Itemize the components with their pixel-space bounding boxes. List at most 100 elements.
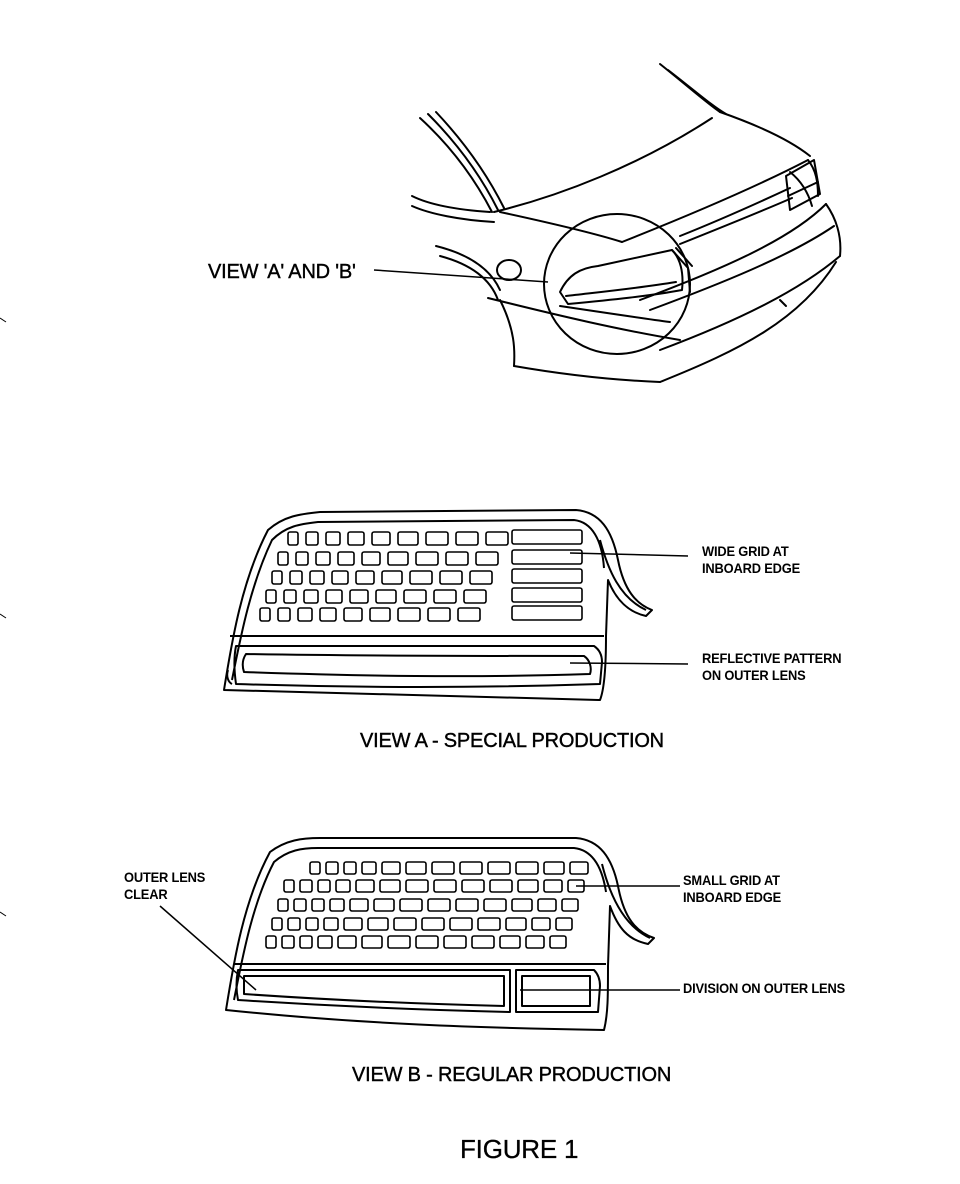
grid-cell bbox=[283, 589, 297, 604]
grid-cell bbox=[281, 935, 295, 949]
grid-cell bbox=[459, 861, 483, 875]
grid-cell bbox=[303, 589, 319, 604]
grid-cell bbox=[335, 879, 351, 893]
grid-cell bbox=[299, 879, 313, 893]
grid-cell bbox=[361, 551, 381, 566]
grid-cell bbox=[403, 589, 427, 604]
grid-cell bbox=[405, 879, 429, 893]
grid-cell bbox=[305, 917, 319, 931]
grid-cell bbox=[325, 589, 343, 604]
grid-cell bbox=[477, 917, 501, 931]
grid-cell bbox=[455, 531, 479, 546]
grid-cell bbox=[349, 898, 369, 912]
view-b-title: VIEW B - REGULAR PRODUCTION bbox=[352, 1064, 672, 1086]
grid-cell bbox=[463, 589, 487, 604]
wide-grid-cell bbox=[511, 568, 583, 584]
grid-cell bbox=[289, 570, 303, 585]
grid-cell bbox=[469, 570, 493, 585]
grid-cell bbox=[433, 879, 457, 893]
grid-cell bbox=[271, 917, 283, 931]
grid-cell bbox=[323, 917, 339, 931]
view-a-grid-callout-line-1: WIDE GRID AT bbox=[702, 543, 789, 559]
grid-cell bbox=[381, 570, 403, 585]
grid-cell bbox=[337, 935, 357, 949]
grid-cell bbox=[457, 607, 481, 622]
grid-cell bbox=[531, 917, 551, 931]
grid-cell bbox=[405, 861, 427, 875]
car-callout-label: VIEW 'A' AND 'B' bbox=[208, 261, 356, 283]
view-b-grid-callout-line-1: SMALL GRID AT bbox=[683, 872, 780, 888]
grid-cell bbox=[265, 935, 277, 949]
grid-cell bbox=[549, 935, 567, 949]
grid-cell bbox=[517, 879, 539, 893]
grid-cell bbox=[265, 589, 277, 604]
grid-cell bbox=[489, 879, 513, 893]
grid-cell bbox=[297, 607, 313, 622]
grid-cell bbox=[349, 589, 369, 604]
grid-cell bbox=[471, 935, 495, 949]
view-a-grid-callout: WIDE GRID AT INBOARD EDGE bbox=[702, 543, 800, 577]
grid-cell bbox=[399, 898, 423, 912]
grid-cell bbox=[439, 570, 463, 585]
wide-grid-cell bbox=[511, 549, 583, 565]
grid-cell bbox=[283, 879, 295, 893]
grid-cell bbox=[325, 861, 339, 875]
grid-cell bbox=[329, 898, 345, 912]
grid-cell bbox=[369, 607, 391, 622]
grid-cell bbox=[343, 861, 357, 875]
view-b-grid-callout-line-2: INBOARD EDGE bbox=[683, 889, 781, 905]
grid-cell bbox=[277, 551, 289, 566]
grid-cell bbox=[347, 531, 365, 546]
grid-cell bbox=[485, 531, 509, 546]
grid-cell bbox=[325, 531, 341, 546]
grid-cell bbox=[543, 879, 563, 893]
grid-cell bbox=[319, 607, 337, 622]
grid-cell bbox=[371, 531, 391, 546]
grid-cell bbox=[375, 589, 397, 604]
wide-grid-cell bbox=[511, 529, 583, 545]
view-b-clear-callout-line-1: OUTER LENS bbox=[124, 869, 206, 885]
grid-cell bbox=[337, 551, 355, 566]
grid-cell bbox=[555, 917, 573, 931]
grid-cell bbox=[315, 551, 331, 566]
grid-cell bbox=[427, 607, 451, 622]
grid-cell bbox=[287, 917, 301, 931]
grid-cell bbox=[449, 917, 473, 931]
grid-cell bbox=[317, 879, 331, 893]
view-b-grid-callout: SMALL GRID AT INBOARD EDGE bbox=[683, 872, 781, 906]
grid-cell bbox=[271, 570, 283, 585]
wide-grid-cell bbox=[511, 605, 583, 621]
view-b-clear-callout: OUTER LENS CLEAR bbox=[124, 869, 205, 903]
grid-cell bbox=[343, 607, 363, 622]
grid-cell bbox=[355, 879, 375, 893]
grid-cell bbox=[445, 551, 469, 566]
grid-cell bbox=[305, 531, 319, 546]
grid-cell bbox=[427, 898, 451, 912]
view-b-small-grid bbox=[265, 861, 589, 949]
grid-cell bbox=[309, 861, 321, 875]
grid-cell bbox=[543, 861, 565, 875]
grid-cell bbox=[373, 898, 395, 912]
grid-cell bbox=[293, 898, 307, 912]
figure-title: FIGURE 1 bbox=[460, 1134, 579, 1164]
view-a-wide-grid bbox=[259, 529, 583, 622]
grid-cell bbox=[415, 551, 439, 566]
grid-cell bbox=[287, 531, 299, 546]
grid-cell bbox=[331, 570, 349, 585]
grid-cell bbox=[561, 898, 579, 912]
view-b-division-callout: DIVISION ON OUTER LENS bbox=[683, 980, 845, 996]
grid-cell bbox=[277, 898, 289, 912]
view-a-title: VIEW A - SPECIAL PRODUCTION bbox=[360, 730, 665, 752]
grid-cell bbox=[277, 607, 291, 622]
grid-cell bbox=[515, 861, 539, 875]
grid-cell bbox=[379, 879, 401, 893]
wide-grid-cell bbox=[511, 587, 583, 603]
grid-cell bbox=[343, 917, 363, 931]
grid-cell bbox=[409, 570, 433, 585]
grid-cell bbox=[421, 917, 445, 931]
grid-cell bbox=[361, 861, 377, 875]
view-a-reflective-callout: REFLECTIVE PATTERN ON OUTER LENS bbox=[702, 650, 842, 684]
view-b-clear-callout-line-2: CLEAR bbox=[124, 886, 168, 902]
